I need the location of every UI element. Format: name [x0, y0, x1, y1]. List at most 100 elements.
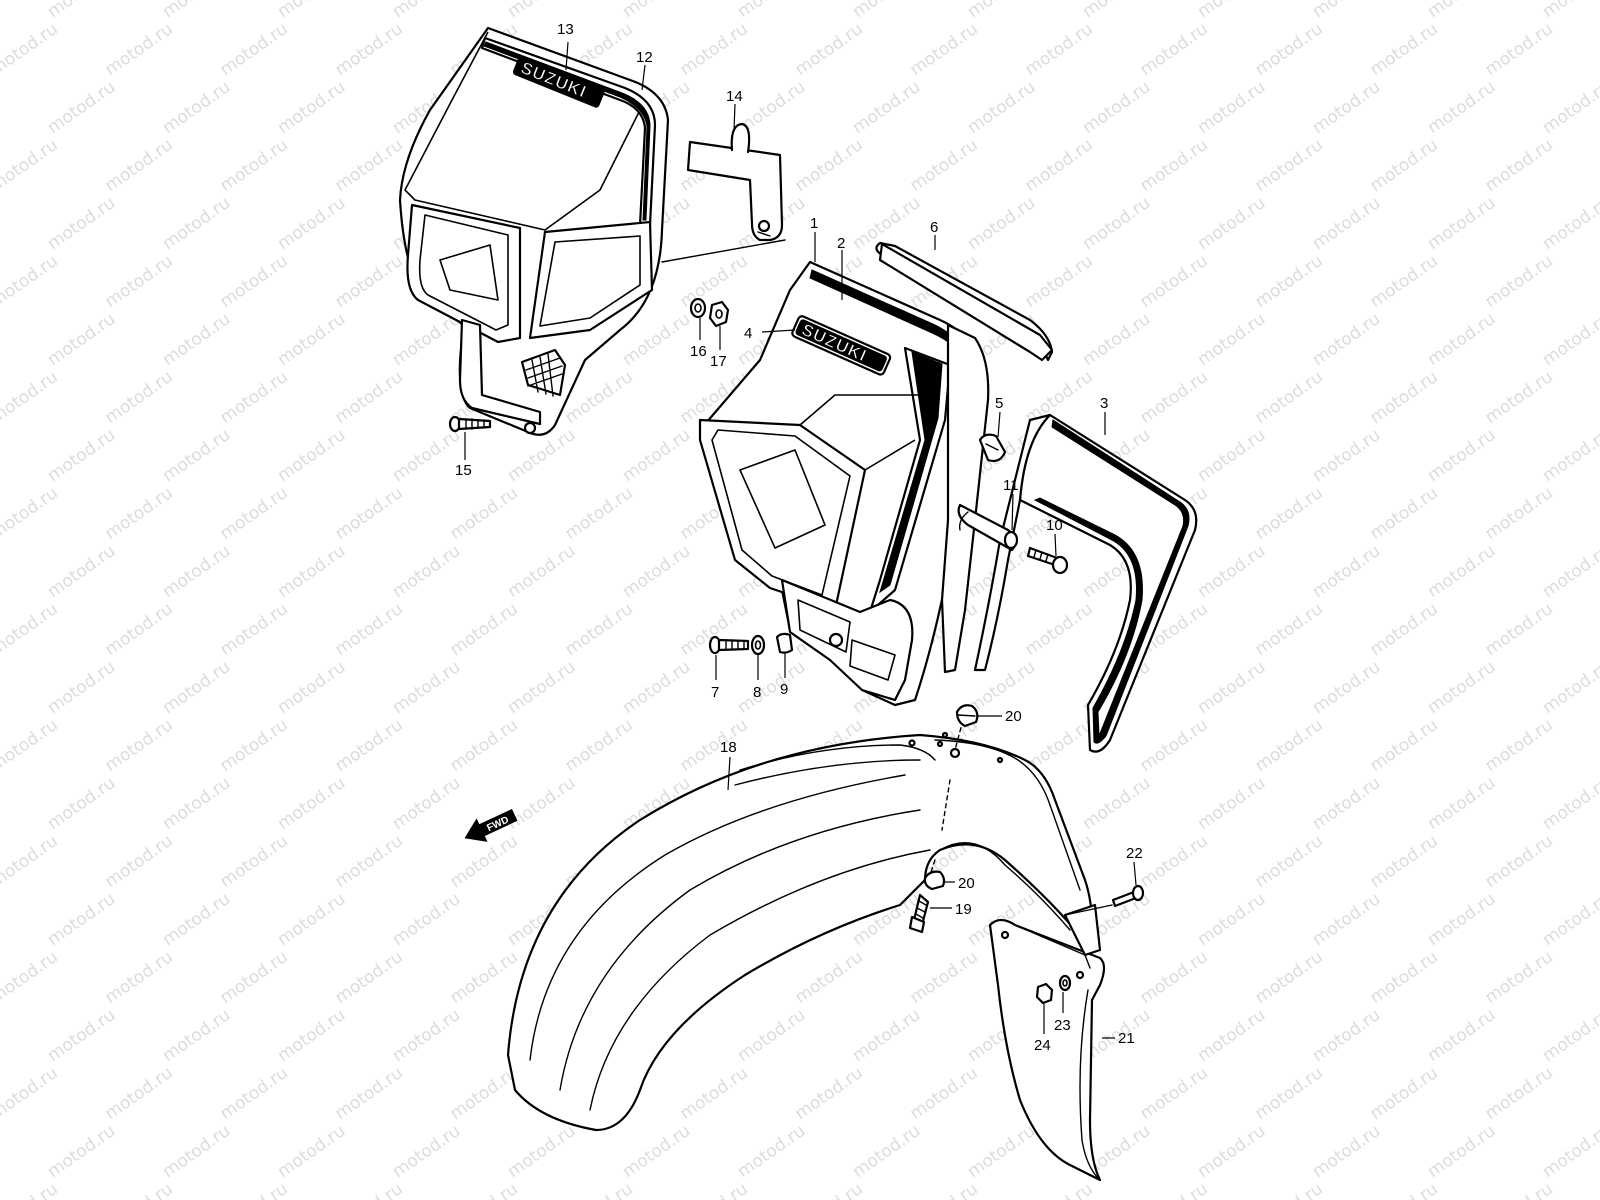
watermark-text: motod.ru	[1136, 135, 1211, 196]
callout-10: 10	[1046, 517, 1063, 534]
watermark-text: motod.ru	[216, 715, 291, 776]
watermark-text: motod.ru	[101, 135, 176, 196]
nut-17	[708, 300, 730, 328]
callout-labels: 13 12 14 1 2 6 4 5 3 11 10 16 17 15 7 8 …	[455, 21, 1143, 1054]
watermark-text: motod.ru	[0, 889, 4, 950]
watermark-text: motod.ru	[101, 599, 176, 660]
watermark-text: motod.ru	[1309, 657, 1384, 718]
watermark-text: motod.ru	[849, 77, 924, 138]
watermark-text: motod.ru	[44, 541, 119, 602]
fender-ridge-3	[589, 849, 931, 1111]
watermark-text: motod.ru	[676, 1063, 751, 1124]
callout-23: 23	[1054, 1017, 1071, 1034]
watermark-text: motod.ru	[216, 1063, 291, 1124]
leader-lines	[464, 41, 1137, 1039]
watermark-text: motod.ru	[0, 657, 4, 718]
watermark-text: motod.ru	[504, 0, 579, 22]
watermark-text: motod.ru	[1194, 0, 1269, 22]
watermark-text: motod.ru	[849, 1005, 924, 1066]
watermark-text: motod.ru	[1309, 889, 1384, 950]
watermark-text: motod.ru	[734, 0, 809, 22]
watermark-text: motod.ru	[1194, 1005, 1269, 1066]
watermark-text: motod.ru	[906, 947, 981, 1008]
watermark-text: motod.ru	[44, 77, 119, 138]
watermark-text: motod.ru	[159, 0, 234, 22]
watermark-text: motod.ru	[159, 657, 234, 718]
watermark-text: motod.ru	[0, 947, 62, 1008]
watermark-text: motod.ru	[1251, 135, 1326, 196]
watermark-text: motod.ru	[159, 425, 234, 486]
stripe-decal-line	[483, 41, 651, 221]
watermark-text: motod.ru	[1366, 19, 1441, 80]
collar-9	[775, 632, 794, 654]
watermark-text: motod.ru	[1366, 715, 1441, 776]
fender-mount-hole-5	[996, 756, 1004, 764]
watermark-text: motod.ru	[791, 1063, 866, 1124]
watermark-text: motod.ru	[0, 1179, 62, 1200]
watermark-text: motod.ru	[1424, 309, 1499, 370]
watermark-text: motod.ru	[0, 831, 62, 892]
watermark-text: motod.ru	[0, 19, 62, 80]
watermark-text: motod.ru	[274, 1121, 349, 1182]
watermark-text: motod.ru	[906, 1179, 981, 1200]
watermark-text: motod.ru	[274, 77, 349, 138]
fender-rear-tab	[1063, 903, 1102, 957]
watermark-text: motod.ru	[0, 193, 4, 254]
side-panel-assembly	[875, 241, 1198, 753]
watermark-text: motod.ru	[1251, 947, 1326, 1008]
watermark-text: motod.ru	[159, 773, 234, 834]
watermark-text: motod.ru	[791, 135, 866, 196]
watermark-text: motod.ru	[101, 251, 176, 312]
callout-7: 7	[711, 684, 719, 701]
watermark-text: motod.ru	[331, 135, 406, 196]
watermark-text: motod.ru	[0, 135, 62, 196]
watermark-text: motod.ru	[159, 1121, 234, 1182]
watermark-text: motod.ru	[1366, 483, 1441, 544]
callout-6: 6	[930, 219, 938, 236]
watermark-text: motod.ru	[906, 135, 981, 196]
watermark-text: motod.ru	[44, 657, 119, 718]
watermark-text: motod.ru	[274, 541, 349, 602]
watermark-text: motod.ru	[906, 1063, 981, 1124]
screw-7	[708, 635, 750, 655]
fender-dash-line	[929, 719, 964, 876]
watermark-text: motod.ru	[1021, 135, 1096, 196]
watermark-text: motod.ru	[44, 1121, 119, 1182]
watermark-text: motod.ru	[964, 77, 1039, 138]
screw-10	[1026, 546, 1069, 575]
watermark-text: motod.ru	[1424, 657, 1499, 718]
grommet-20-lower	[923, 870, 946, 891]
watermark-text: motod.ru	[676, 251, 751, 312]
bracket-guide-line	[661, 239, 786, 263]
cover-visor-line	[404, 31, 641, 231]
watermark-text: motod.ru	[0, 425, 4, 486]
watermark-text: motod.ru	[734, 1121, 809, 1182]
watermark-text: motod.ru	[1596, 1179, 1600, 1200]
watermark-text: motod.ru	[1194, 309, 1269, 370]
watermark-text: motod.ru	[101, 367, 176, 428]
watermark-text: motod.ru	[389, 0, 464, 22]
watermark-text: motod.ru	[0, 1063, 62, 1124]
watermark-text: motod.ru	[676, 715, 751, 776]
watermark-text: motod.ru	[1539, 657, 1600, 718]
number-plate-backing	[940, 323, 990, 674]
watermark-text: motod.ru	[619, 657, 694, 718]
watermark-text: motod.ru	[159, 1005, 234, 1066]
watermark-text: motod.ru	[1539, 193, 1600, 254]
watermark-text: motod.ru	[964, 0, 1039, 22]
watermark-text: motod.ru	[1596, 831, 1600, 892]
watermark-text: motod.ru	[1596, 367, 1600, 428]
fwd-label: FWD	[485, 815, 510, 835]
nut-17-hole	[715, 309, 723, 319]
watermark-text: motod.ru	[44, 1005, 119, 1066]
watermark-text: motod.ru	[1251, 831, 1326, 892]
watermark-text: motod.ru	[389, 425, 464, 486]
bracket-screw	[757, 231, 771, 237]
watermark-text: motod.ru	[504, 657, 579, 718]
watermark-text: motod.ru	[0, 483, 62, 544]
watermark-text: motod.ru	[1481, 947, 1556, 1008]
housing-facet-a	[799, 394, 930, 426]
watermark-text: motod.ru	[446, 483, 521, 544]
watermark-text: motod.ru	[1136, 831, 1211, 892]
